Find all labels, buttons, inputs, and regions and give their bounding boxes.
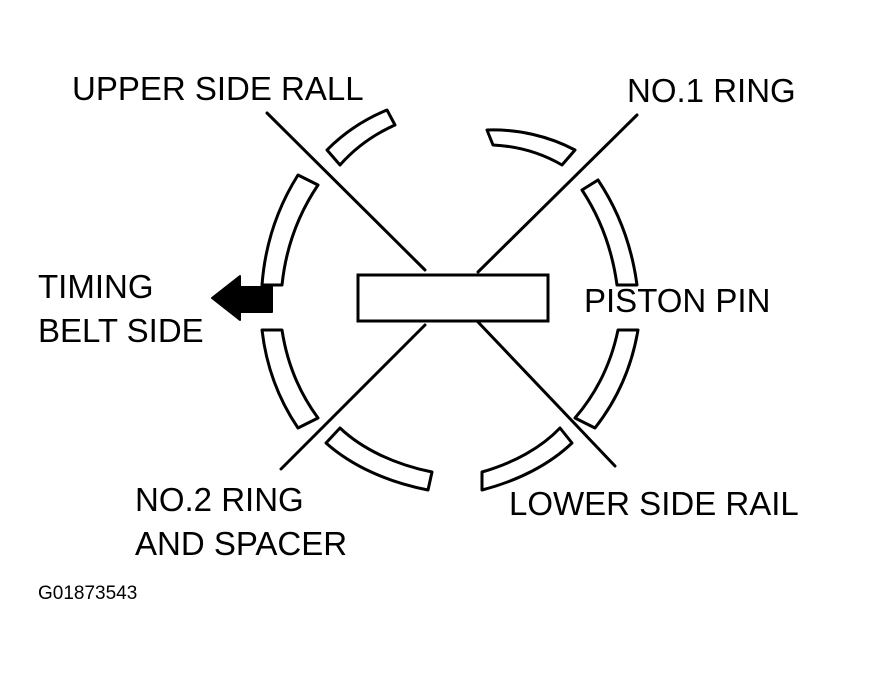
ring-segment-right-lower (573, 328, 640, 430)
ring-segment-upper-right (485, 128, 577, 167)
ring-segment-left-lower (260, 328, 320, 430)
label-lower-side-rail: LOWER SIDE RAIL (509, 485, 799, 522)
leader-line-no2-ring (279, 323, 427, 471)
leader-line-lower-side-rail (476, 320, 617, 468)
ring-segment-lower-right (480, 426, 574, 492)
ring-segment-right-upper (580, 178, 639, 287)
ring-segment-lower-left (324, 426, 434, 492)
ring-segment-upper-left (325, 108, 397, 167)
label-timing-belt-side-line1: TIMING (38, 268, 154, 305)
label-no1-ring: NO.1 RING (627, 72, 796, 109)
leader-line-upper-side-rail (265, 111, 427, 272)
ring-segment-left-upper (260, 173, 320, 287)
label-piston-pin: PISTON PIN (584, 282, 771, 319)
label-upper-side-rail: UPPER SIDE RALL (72, 70, 364, 107)
label-no2-ring-line1: NO.2 RING (135, 481, 304, 518)
figure-code: G01873543 (38, 583, 138, 604)
label-timing-belt-side-line2: BELT SIDE (38, 312, 204, 349)
arrow-left-icon (211, 275, 273, 321)
leader-line-no1-ring (476, 113, 639, 274)
label-no2-ring-line2: AND SPACER (135, 525, 348, 562)
piston-pin-shape (356, 273, 550, 323)
